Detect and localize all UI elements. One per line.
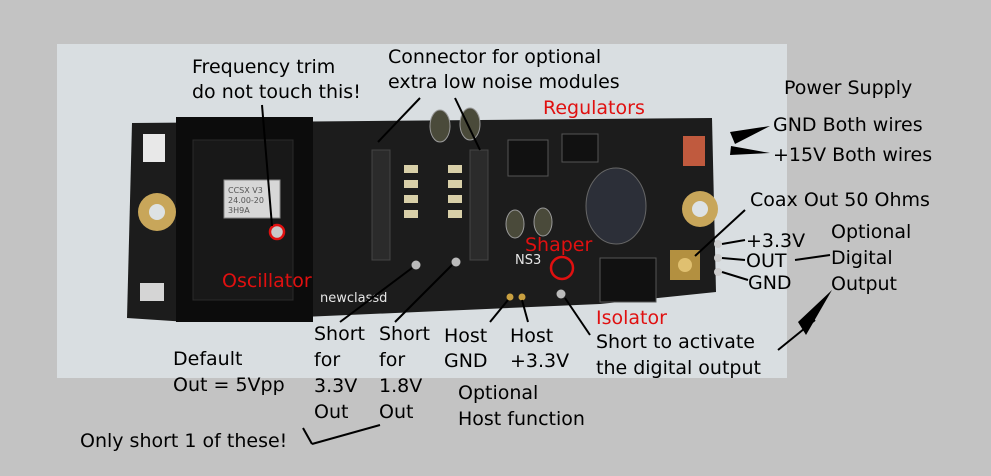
resistor-array [404,165,462,218]
default-label-2: Out = 5Vpp [173,374,285,396]
left-component [140,283,164,301]
connector-label-1: Connector for optional [388,46,602,68]
capacitor-4 [533,207,553,237]
jumper-18v [451,257,461,267]
short18-label-1: Short [379,323,430,345]
oscillator-label: Oscillator [222,270,312,292]
power-supply-label: Power Supply [784,77,913,99]
short-activate-label-2: the digital output [596,357,761,379]
short18-label-4: Out [379,401,414,423]
default-label-1: Default [173,348,243,370]
pin-gnd [714,268,722,276]
host-33v-label-2: +3.3V [510,350,570,372]
regulator-ic [507,139,549,177]
opt-host-label-1: Optional [458,382,539,404]
power-connector [683,136,705,166]
module-connector-right [469,149,489,261]
pin-gnd-label: GND [748,272,792,294]
regulators-label: Regulators [543,97,645,119]
capacitor-1 [429,109,451,143]
short33-label-2: for [314,349,341,371]
host-gnd-label-1: Host [444,325,488,347]
short18-label-2: for [379,349,406,371]
crystal-label: CCSX V3 [228,186,263,195]
freq-trim-label-2: do not touch this! [192,81,361,103]
short18-label-3: 1.8V [379,375,423,397]
capacitor-3 [505,209,525,239]
pin-out [714,254,722,262]
isolator-ic [599,257,657,303]
crystal-freq: 24.00-20 [228,196,264,205]
module-connector-left [371,149,391,261]
coax-center [678,258,692,272]
capacitor-2 [459,107,481,141]
left-header [143,134,165,162]
oscillator-cutout [192,139,294,301]
freq-trim-label-1: Frequency trim [192,56,336,78]
activate-pad [556,289,566,299]
host-gnd-label-2: GND [444,350,488,372]
opt-digital-label-1: Optional [831,221,912,243]
only-short-label: Only short 1 of these! [80,430,288,452]
short33-label-3: 3.3V [314,375,358,397]
host-33v-label-1: Host [510,325,554,347]
callout-lines [261,97,831,445]
mount-hole-left-inner [149,204,165,220]
callout-arrowheads [730,126,832,335]
opt-digital-label-3: Output [831,273,897,295]
regulator-ic-2 [561,133,599,163]
host-gnd-pad [506,293,514,301]
isolator-label: Isolator [596,307,667,329]
crystal-code: 3H9A [228,206,250,215]
shaper-highlight [549,255,575,281]
short33-label-1: Short [314,323,365,345]
short33-label-4: Out [314,401,349,423]
trim-pot [268,223,286,241]
v15-both-label: +15V Both wires [773,144,933,166]
opt-digital-label-2: Digital [831,247,893,269]
bulk-capacitor [585,167,647,245]
coax-out-label: Coax Out 50 Ohms [750,189,930,211]
short-activate-label-1: Short to activate [596,331,755,353]
mount-hole-right-inner [692,201,708,217]
brand-silkscreen: newclassd [320,291,387,306]
host-33v-pad [518,293,526,301]
pin-33v [714,240,722,248]
model-silkscreen: NS3 [515,253,541,268]
connector-label-2: extra low noise modules [388,71,620,93]
pin-out-label: OUT [746,250,787,272]
gnd-both-label: GND Both wires [773,114,923,136]
opt-host-label-2: Host function [458,408,585,430]
jumper-33v [411,260,421,270]
pin-33v-label: +3.3V [746,230,806,252]
shaper-label: Shaper [525,234,593,256]
